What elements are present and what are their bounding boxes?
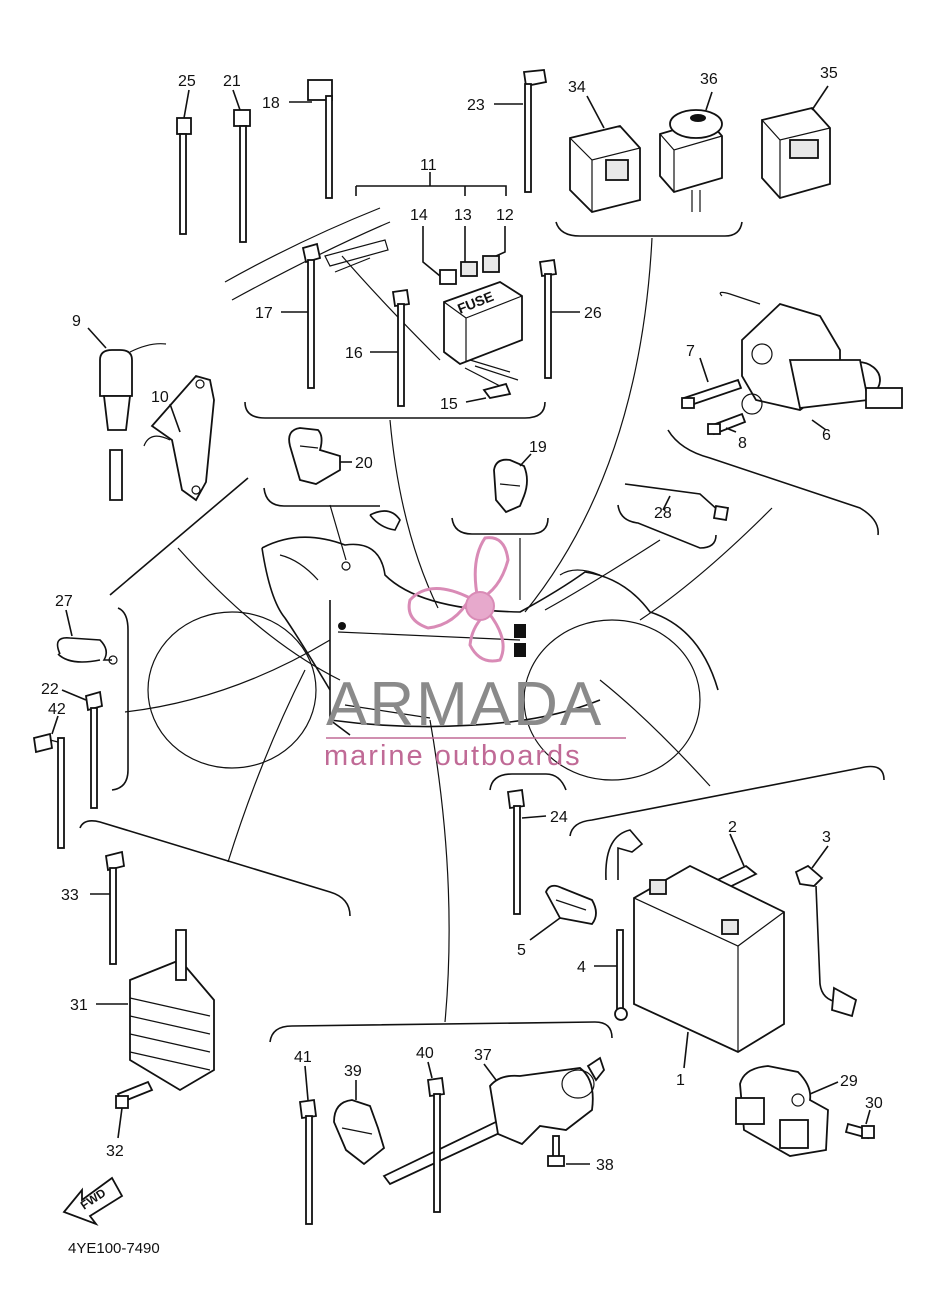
callout-10: 10 bbox=[151, 389, 169, 406]
callout-31: 31 bbox=[70, 997, 88, 1014]
callout-39: 39 bbox=[344, 1063, 362, 1080]
part-6-main-switch bbox=[719, 291, 903, 431]
part-3-battery-cable bbox=[794, 845, 858, 1018]
callout-11: 11 bbox=[420, 157, 437, 174]
callout-42: 42 bbox=[48, 701, 66, 718]
part-25-cable-tie bbox=[176, 89, 192, 235]
callout-13: 13 bbox=[454, 207, 472, 224]
part-9-neutral-switch bbox=[87, 327, 167, 501]
part-17-cable-tie bbox=[281, 242, 322, 389]
part-21-cable-tie bbox=[232, 89, 251, 243]
part-14-fuse bbox=[422, 226, 457, 285]
callout-5: 5 bbox=[517, 942, 526, 959]
callout-23: 23 bbox=[467, 97, 485, 114]
callout-12: 12 bbox=[496, 207, 514, 224]
callout-28: 28 bbox=[654, 505, 672, 522]
callout-24: 24 bbox=[550, 809, 568, 826]
callout-40: 40 bbox=[416, 1045, 434, 1062]
part-10-bracket bbox=[143, 374, 215, 502]
callout-30: 30 bbox=[865, 1095, 883, 1112]
fwd-direction-arrow: FWD bbox=[62, 1176, 124, 1226]
part-40-cable-tie bbox=[426, 1061, 446, 1213]
part-41-cable-tie bbox=[298, 1065, 318, 1225]
callout-34: 34 bbox=[568, 79, 586, 96]
part-34-relay bbox=[569, 95, 641, 213]
group-bracket-lines bbox=[79, 221, 885, 1043]
propeller-logo bbox=[407, 536, 510, 663]
part-8-screw bbox=[707, 412, 747, 436]
callout-26: 26 bbox=[584, 305, 602, 322]
part-12-fuse bbox=[482, 226, 506, 273]
callout-32: 32 bbox=[106, 1143, 124, 1160]
callout-41: 41 bbox=[294, 1049, 312, 1066]
part-1-battery bbox=[633, 864, 785, 1069]
callout-4: 4 bbox=[577, 959, 586, 976]
part-19-clamp bbox=[493, 453, 532, 514]
part-7-screw bbox=[681, 357, 743, 409]
fuse-group-bracket bbox=[355, 172, 507, 196]
part-20-clamp bbox=[288, 427, 352, 485]
motorcycle-outline bbox=[147, 510, 719, 781]
watermark-tagline: marine outboards bbox=[324, 740, 582, 772]
part-38-bolt bbox=[547, 1135, 590, 1167]
callout-36: 36 bbox=[700, 71, 718, 88]
part-37-sensor bbox=[382, 1056, 606, 1186]
part-18-cable-tie bbox=[289, 79, 333, 199]
callout-27: 27 bbox=[55, 593, 73, 610]
diagram-code: 4YE100-7490 bbox=[68, 1240, 160, 1257]
part-28-cable-band bbox=[624, 483, 730, 522]
callout-38: 38 bbox=[596, 1157, 614, 1174]
part-31-regulator bbox=[96, 929, 215, 1092]
part-26-cable-tie bbox=[538, 258, 580, 379]
part-11-fuse-box: FUSE bbox=[443, 281, 523, 387]
callout-2: 2 bbox=[728, 819, 737, 836]
part-39-clamp bbox=[333, 1080, 386, 1166]
part-16-cable-tie bbox=[370, 288, 411, 407]
callout-9: 9 bbox=[72, 313, 81, 330]
part-15-screw bbox=[465, 382, 512, 403]
wiring-harness-sweep bbox=[224, 207, 441, 361]
callout-14: 14 bbox=[410, 207, 428, 224]
callout-33: 33 bbox=[61, 887, 79, 904]
part-27-wire-clip bbox=[56, 609, 118, 665]
callout-35: 35 bbox=[820, 65, 838, 82]
callout-19: 19 bbox=[529, 439, 547, 456]
part-33-cable-tie bbox=[90, 850, 126, 965]
part-30-bolt bbox=[844, 1109, 875, 1140]
watermark-brand: ARMADA bbox=[326, 670, 603, 739]
callout-1: 1 bbox=[676, 1072, 685, 1089]
callout-labels: 1 2 3 4 5 6 7 8 9 10 11 12 13 14 15 16 1… bbox=[41, 65, 883, 1174]
part-22-cable-tie bbox=[61, 689, 104, 809]
callout-37: 37 bbox=[474, 1047, 492, 1064]
part-32-bolt bbox=[115, 1080, 154, 1139]
part-35-relay bbox=[761, 85, 831, 200]
part-13-fuse bbox=[460, 226, 478, 277]
callout-15: 15 bbox=[440, 396, 458, 413]
part-5-clamp bbox=[529, 884, 597, 941]
callout-22: 22 bbox=[41, 681, 59, 698]
part-36-horn-relay bbox=[659, 91, 723, 212]
callout-21: 21 bbox=[223, 73, 241, 90]
part-29-starter-relay bbox=[735, 1065, 839, 1157]
part-23-cable-tie bbox=[494, 69, 548, 193]
watermark: ARMADA marine outboards bbox=[324, 536, 626, 772]
callout-17: 17 bbox=[255, 305, 273, 322]
callout-7: 7 bbox=[686, 343, 695, 360]
part-24-cable-tie bbox=[506, 788, 547, 915]
part-4-battery-cable bbox=[594, 929, 628, 1021]
part-42-cable-tie bbox=[32, 715, 65, 849]
callout-18: 18 bbox=[262, 95, 280, 112]
callout-20: 20 bbox=[355, 455, 373, 472]
callout-16: 16 bbox=[345, 345, 363, 362]
callout-29: 29 bbox=[840, 1073, 858, 1090]
callout-3: 3 bbox=[822, 829, 831, 846]
callout-25: 25 bbox=[178, 73, 196, 90]
callout-8: 8 bbox=[738, 435, 747, 452]
callout-6: 6 bbox=[822, 427, 831, 444]
